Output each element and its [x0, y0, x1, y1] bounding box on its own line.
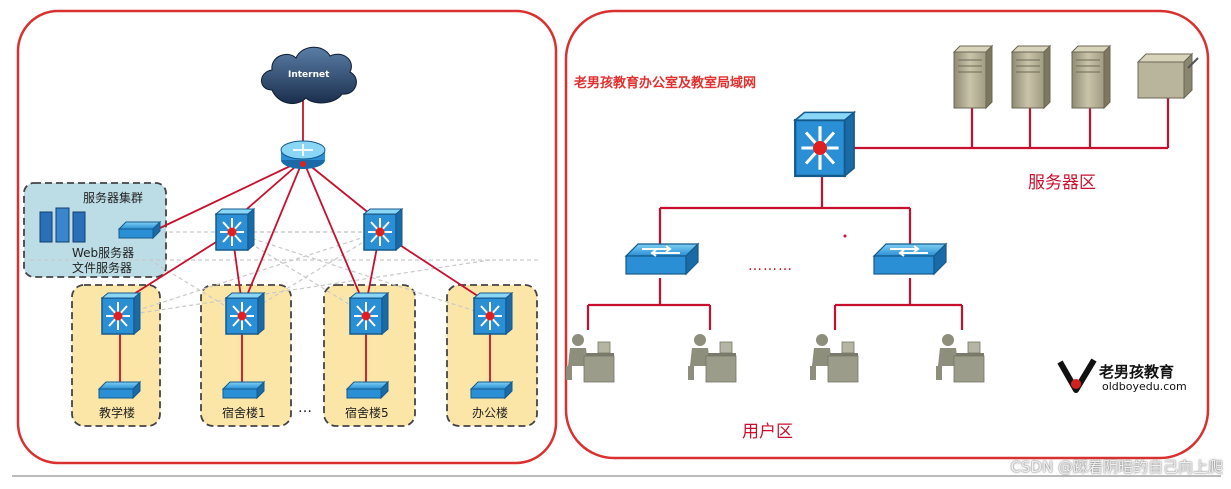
logo-url: oldboyedu.com	[1102, 380, 1187, 393]
server-zone-label: 服务器区	[1028, 173, 1096, 193]
access-switch-icon	[470, 381, 513, 399]
server-cluster-title: 服务器集群	[83, 191, 144, 205]
internet-label: Internet	[288, 70, 330, 80]
office-core-switch-icon	[793, 110, 856, 178]
core-router-icon	[280, 140, 326, 169]
left-panel-frame	[16, 9, 558, 465]
server-cluster-icons	[39, 207, 161, 243]
aggregation-switch-icon	[215, 208, 255, 251]
server-cluster-box	[23, 182, 167, 278]
right-panel-links	[586, 98, 1170, 330]
printer-server-icon	[1136, 52, 1199, 100]
server-cluster-line1: Web服务器	[72, 246, 135, 260]
access-switch-icon	[98, 381, 141, 399]
building-core-switch-icon	[101, 292, 141, 335]
office-access-switch-icon	[625, 243, 699, 275]
server-icon	[953, 45, 993, 109]
access-switch-icon	[222, 381, 265, 399]
logo-mark-icon	[1057, 358, 1097, 393]
right-panel-frame	[564, 9, 1210, 460]
server-icon	[1011, 45, 1051, 109]
user-pc-icon	[809, 333, 859, 383]
building-core-switch-icon	[349, 292, 389, 335]
aggregation-switch-icon	[363, 208, 403, 251]
internet-cloud	[261, 46, 357, 105]
building-core-switch-icon	[473, 292, 513, 335]
user-pc-icon	[687, 333, 737, 383]
office-access-switch-icon	[873, 243, 947, 275]
user-pc-icon	[565, 333, 615, 383]
server-icon	[1071, 45, 1111, 109]
building-label-teaching: 教学楼	[99, 406, 136, 420]
logo-name: 老男孩教育	[1099, 363, 1175, 381]
mesh-links	[30, 231, 540, 317]
server-cluster-line2: 文件服务器	[72, 261, 133, 275]
user-zone-label: 用户区	[742, 422, 793, 442]
building-label-dorm1: 宿舍楼1	[222, 406, 266, 420]
office-lan-title: 老男孩教育办公室及教室局域网	[574, 76, 757, 91]
building-boxes	[71, 284, 538, 427]
building-label-office: 办公楼	[472, 406, 509, 420]
building-label-dorm5: 宿舍楼5	[345, 406, 389, 420]
building-core-switch-icon	[225, 292, 265, 335]
stray-dot	[843, 234, 847, 238]
access-switch-icon	[346, 381, 389, 399]
buildings-ellipsis: …	[298, 400, 312, 416]
user-pc-icon	[935, 333, 985, 383]
access-switch-dots: ………	[748, 258, 793, 274]
watermark: CSDN @踩着阴暗的自己向上爬	[1010, 458, 1223, 476]
